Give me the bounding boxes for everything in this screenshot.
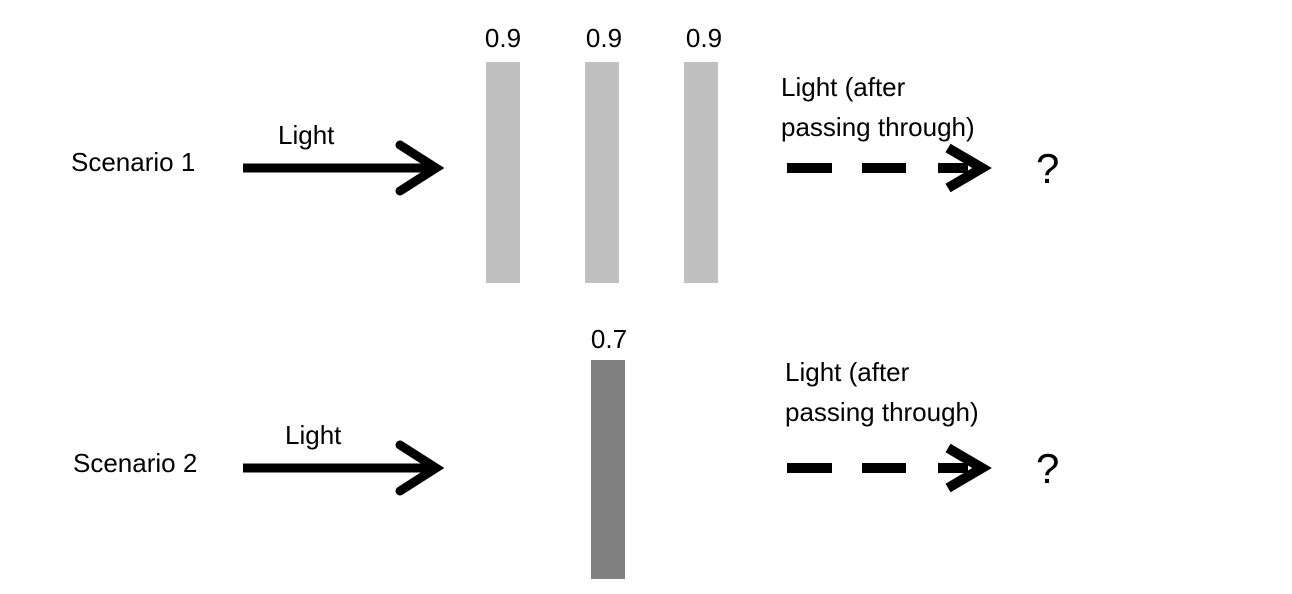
scenario-1-input-arrow-head xyxy=(395,140,445,196)
scenario-1-filter-2-value: 0.9 xyxy=(586,23,622,53)
scenario-1-result-question-mark: ? xyxy=(1036,145,1059,192)
scenario-2-output-label-line1: Light (after xyxy=(785,357,910,387)
scenario-1-output-label-line2: passing through) xyxy=(781,112,975,142)
scenario-1-output-arrow-head xyxy=(945,143,992,193)
scenario-2-output-arrow-head xyxy=(945,443,992,493)
scenario-1-input-light-label: Light xyxy=(278,120,335,150)
scenario-2: Scenario 2 Light 0.7 Light (after passin… xyxy=(73,324,1059,579)
scenario-2-output-dashed-arrow xyxy=(787,443,992,493)
scenario-1-filter-2-bar xyxy=(585,62,619,283)
scenario-2-result-question-mark: ? xyxy=(1036,445,1059,492)
scenario-1-output-dashed-arrow xyxy=(787,143,992,193)
scenario-2-input-arrow xyxy=(243,440,445,496)
scenario-1-filter-3-value: 0.9 xyxy=(686,23,722,53)
scenario-2-output-label-line2: passing through) xyxy=(785,397,979,427)
scenario-1-filter-3-bar xyxy=(684,62,718,283)
scenario-2-filter-1-value: 0.7 xyxy=(591,324,627,354)
scenario-1-filter-1-bar xyxy=(486,62,520,283)
scenario-1-filter-1: 0.9 xyxy=(485,23,521,283)
scenario-1-input-arrow xyxy=(243,140,445,196)
scenario-1-label: Scenario 1 xyxy=(71,147,195,177)
scenario-1-filter-1-value: 0.9 xyxy=(485,23,521,53)
scenario-2-input-arrow-head xyxy=(395,440,445,496)
scenario-2-filter-1: 0.7 xyxy=(591,324,627,579)
scenario-1-filter-3: 0.9 xyxy=(684,23,722,283)
scenario-2-filter-1-bar xyxy=(591,360,625,579)
scenario-1: Scenario 1 Light 0.9 0.9 0.9 Light (afte… xyxy=(71,23,1059,283)
scenario-2-input-light-label: Light xyxy=(285,420,342,450)
scenario-1-filter-2: 0.9 xyxy=(585,23,622,283)
scenario-1-output-label-line1: Light (after xyxy=(781,72,906,102)
scenario-2-label: Scenario 2 xyxy=(73,448,197,478)
